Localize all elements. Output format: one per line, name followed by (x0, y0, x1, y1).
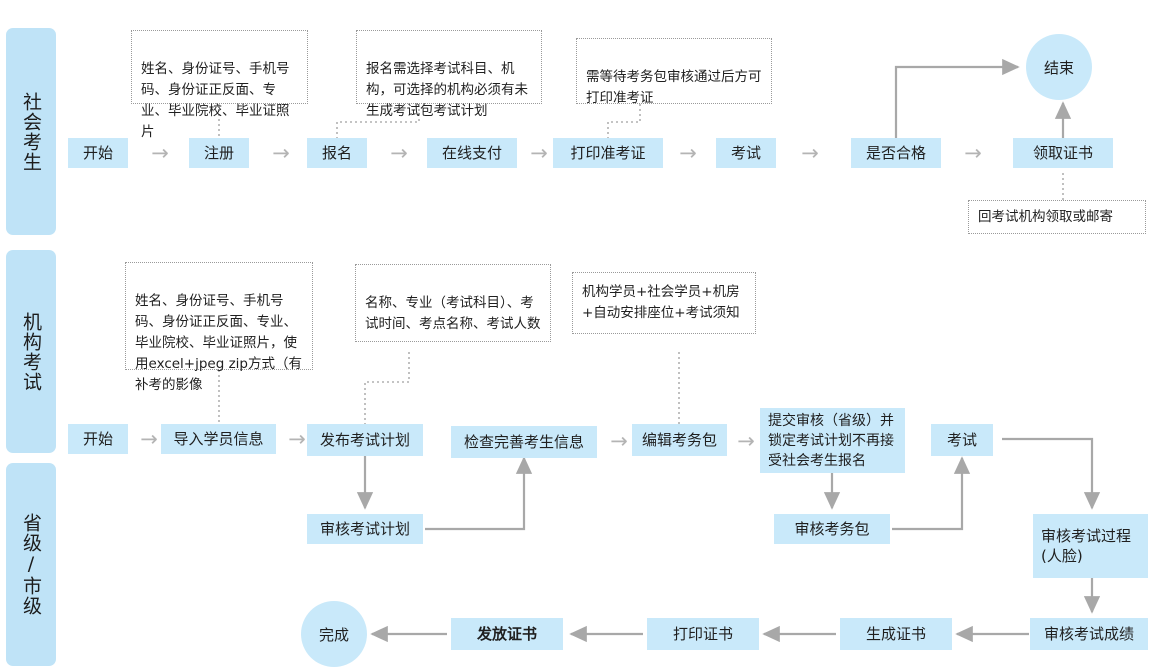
arrow-exam-to-qualified-icon: → (801, 140, 819, 165)
note-getcert-method: 回考试机构领取或邮寄 (968, 200, 1146, 234)
node-online-pay[interactable]: 在线支付 (427, 138, 517, 168)
note-import-fields: 姓名、身份证号、手机号码、身份证正反面、专业、毕业院校、毕业证照片，使用exce… (125, 262, 313, 393)
node-edit-package-label: 编辑考务包 (641, 431, 717, 449)
node-signup[interactable]: 报名 (307, 138, 367, 168)
node-print-cert[interactable]: 打印证书 (647, 618, 759, 650)
swimlane-province-text: 省级/市级 (20, 513, 42, 616)
swimlane-label-province: 省级/市级 (6, 463, 56, 666)
node-exam[interactable]: 考试 (716, 138, 776, 168)
swimlane-org-text: 机构考试 (20, 311, 42, 392)
node-review-score[interactable]: 审核考试成绩 (1030, 618, 1148, 650)
node-check-candidates[interactable]: 检查完善考生信息 (451, 426, 597, 458)
node-get-cert-label: 领取证书 (1032, 144, 1093, 162)
node-generate-cert-label: 生成证书 (865, 625, 926, 643)
node-publish-plan-label: 发布考试计划 (319, 431, 410, 449)
note-ticket-rules: 需等待考务包审核通过后方可打印准考证 (576, 38, 772, 106)
node-org-exam[interactable]: 考试 (931, 424, 993, 456)
node-print-cert-label: 打印证书 (672, 625, 733, 643)
node-is-qualified[interactable]: 是否合格 (851, 138, 941, 168)
node-review-package-label: 审核考务包 (794, 520, 870, 538)
arrow-pay-to-ticket-icon: → (530, 140, 548, 165)
arrow-start-to-register-icon: → (151, 140, 169, 165)
terminator-end-label: 结束 (1043, 58, 1074, 77)
arrow-package-to-submit-icon: → (737, 428, 755, 453)
node-get-cert[interactable]: 领取证书 (1013, 138, 1113, 168)
node-print-ticket[interactable]: 打印准考证 (553, 138, 663, 168)
arrow-orgstart-to-import-icon: → (140, 426, 158, 451)
node-review-plan-label: 审核考试计划 (319, 520, 410, 538)
node-start-label: 开始 (82, 144, 113, 162)
node-start[interactable]: 开始 (68, 138, 128, 168)
node-review-process[interactable]: 审核考试过程 (人脸) (1033, 514, 1148, 578)
node-register[interactable]: 注册 (189, 138, 249, 168)
node-publish-plan[interactable]: 发布考试计划 (307, 424, 423, 456)
node-org-start-label: 开始 (82, 430, 113, 448)
node-issue-cert-label: 发放证书 (476, 625, 537, 643)
arrow-import-to-publish-icon: → (288, 426, 306, 451)
note-plan-fields: 名称、专业（考试科目）、考试时间、考点名称、考试人数 (355, 264, 551, 342)
node-online-pay-label: 在线支付 (441, 144, 502, 162)
note-signup-text: 报名需选择考试科目、机构，可选择的机构必须有未生成考试包考试计划 (366, 61, 528, 119)
node-submit-review[interactable]: 提交审核（省级）并锁定考试计划不再接受社会考生报名 (760, 408, 905, 473)
arrow-ticket-to-exam-icon: → (679, 140, 697, 165)
arrow-check-to-package-icon: → (610, 428, 628, 453)
swimlane-label-social: 社会考生 (6, 28, 56, 235)
note-import-text: 姓名、身份证号、手机号码、身份证正反面、专业、毕业院校、毕业证照片，使用exce… (135, 293, 303, 393)
note-register-fields: 姓名、身份证号、手机号码、身份证正反面、专业、毕业院校、毕业证照片 (131, 30, 308, 140)
swimlane-label-org: 机构考试 (6, 250, 56, 453)
node-review-package[interactable]: 审核考务包 (774, 514, 890, 544)
note-getcert-text: 回考试机构领取或邮寄 (978, 208, 1113, 225)
note-register-text: 姓名、身份证号、手机号码、身份证正反面、专业、毕业院校、毕业证照片 (141, 61, 290, 140)
note-package-contents: 机构学员+社会学员+机房+自动安排座位+考试须知 (572, 272, 756, 334)
terminator-finish-label: 完成 (318, 625, 349, 644)
terminator-end[interactable]: 结束 (1026, 34, 1092, 100)
node-exam-label: 考试 (730, 144, 761, 162)
arrow-qualified-to-getcert-icon: → (964, 140, 982, 165)
node-org-exam-label: 考试 (946, 431, 977, 449)
node-register-label: 注册 (203, 144, 234, 162)
arrow-register-to-signup-icon: → (272, 140, 290, 165)
node-review-process-label: 审核考试过程 (人脸) (1041, 527, 1132, 565)
note-plan-text: 名称、专业（考试科目）、考试时间、考点名称、考试人数 (365, 295, 541, 332)
node-issue-cert[interactable]: 发放证书 (451, 618, 563, 650)
node-print-ticket-label: 打印准考证 (570, 144, 646, 162)
node-is-qualified-label: 是否合格 (865, 144, 926, 162)
note-package-text: 机构学员+社会学员+机房+自动安排座位+考试须知 (582, 284, 740, 321)
note-signup-rules: 报名需选择考试科目、机构，可选择的机构必须有未生成考试包考试计划 (356, 30, 542, 119)
node-signup-label: 报名 (321, 144, 352, 162)
note-ticket-text: 需等待考务包审核通过后方可打印准考证 (586, 69, 762, 106)
node-org-start[interactable]: 开始 (68, 424, 128, 454)
arrow-signup-to-pay-icon: → (390, 140, 408, 165)
node-review-plan[interactable]: 审核考试计划 (307, 514, 423, 544)
node-import-students[interactable]: 导入学员信息 (161, 424, 276, 454)
swimlane-social-text: 社会考生 (20, 91, 42, 172)
node-submit-review-label: 提交审核（省级）并锁定考试计划不再接受社会考生报名 (768, 412, 894, 469)
node-edit-package[interactable]: 编辑考务包 (632, 424, 727, 456)
terminator-finish[interactable]: 完成 (301, 601, 367, 667)
node-review-score-label: 审核考试成绩 (1043, 625, 1134, 643)
node-generate-cert[interactable]: 生成证书 (840, 618, 952, 650)
node-check-candidates-label: 检查完善考生信息 (463, 433, 584, 451)
node-import-students-label: 导入学员信息 (173, 430, 264, 448)
